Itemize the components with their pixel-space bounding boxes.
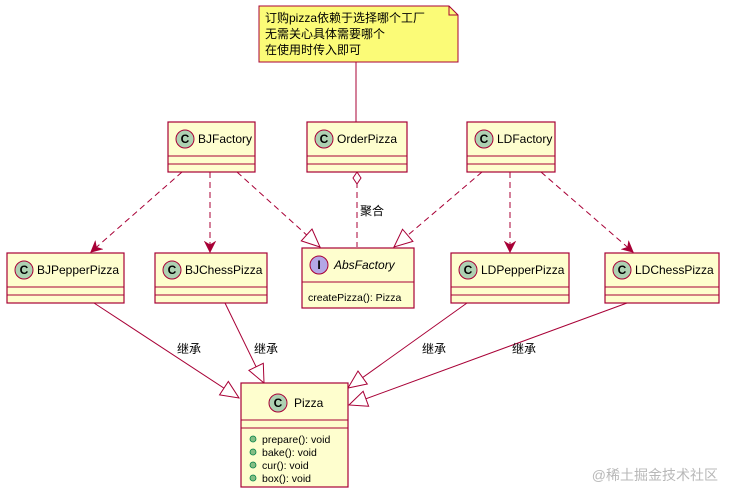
public-method-icon (249, 435, 257, 443)
class-badge-icon (162, 260, 182, 280)
inherit-label-bjchess: 继承 (254, 342, 278, 356)
class-bjpepperpizza: C BJPepperPizza (6, 252, 125, 304)
note-line-3: 在使用时传入即可 (265, 42, 361, 57)
edge-ldfactory-absfactory (394, 171, 483, 247)
edge-bjfactory-absfactory (236, 171, 320, 247)
class-name-ldpepperpizza: LDPepperPizza (481, 263, 565, 277)
class-badge-letter: C (181, 132, 190, 146)
class-badge-icon (458, 260, 478, 280)
class-ldpepperpizza: C LDPepperPizza (450, 252, 570, 304)
class-name-bjchesspizza: BJChessPizza (185, 263, 263, 277)
class-name-ldfactory: LDFactory (497, 132, 552, 146)
class-name-bjpepperpizza: BJPepperPizza (37, 263, 119, 277)
public-method-icon (249, 448, 257, 456)
watermark-text: @稀土掘金技术社区 (592, 467, 718, 483)
member-createpizza: createPizza(): Pizza (308, 292, 402, 304)
class-badge-letter: C (320, 132, 329, 146)
class-badge-icon (268, 393, 288, 413)
class-badge-icon (314, 129, 334, 149)
edges (91, 171, 633, 405)
class-badge-letter: C (20, 263, 29, 277)
class-name-pizza: Pizza (294, 396, 324, 410)
class-pizza: C Pizza prepare(): void bake(): void cur… (240, 382, 349, 488)
interface-name-absfactory: AbsFactory (333, 258, 396, 272)
note-line-2: 无需关心具体需要哪个 (265, 27, 385, 41)
note-line-1: 订购pizza依赖于选择哪个工厂 (265, 10, 425, 25)
class-name-orderpizza: OrderPizza (337, 132, 397, 146)
class-name-bjfactory: BJFactory (198, 132, 252, 146)
edge-ldfactory-ldchesspizza (540, 171, 633, 252)
interface-absfactory: I AbsFactory createPizza(): Pizza (301, 247, 415, 309)
class-bjfactory: C BJFactory (167, 121, 256, 173)
class-badge-icon (612, 260, 632, 280)
class-badge-icon (474, 129, 494, 149)
inherit-label-ldpepper: 继承 (422, 342, 446, 356)
inherit-label-bjpepper: 继承 (177, 342, 201, 356)
class-ldchesspizza: C LDChessPizza (604, 252, 720, 304)
class-badge-icon (175, 129, 195, 149)
class-badge-icon (14, 260, 34, 280)
class-name-ldchesspizza: LDChessPizza (635, 263, 714, 277)
class-badge-letter: C (464, 263, 473, 277)
public-method-icon (249, 474, 257, 482)
aggregation-label: 聚合 (360, 203, 384, 218)
class-badge-letter: C (274, 396, 283, 410)
member-box: box(): void (262, 473, 311, 485)
class-badge-letter: C (618, 263, 627, 277)
edge-ldpepperpizza-pizza (348, 302, 468, 388)
class-bjchesspizza: C BJChessPizza (154, 252, 268, 304)
member-prepare: prepare(): void (262, 434, 330, 446)
interface-badge-icon (309, 255, 329, 275)
class-orderpizza: C OrderPizza (306, 121, 408, 173)
edge-bjfactory-bjpepperpizza (91, 171, 183, 252)
member-cur: cur(): void (262, 460, 309, 472)
class-badge-letter: C (480, 132, 489, 146)
edge-bjchesspizza-pizza (224, 302, 264, 383)
note: 订购pizza依赖于选择哪个工厂 无需关心具体需要哪个 在使用时传入即可 (258, 5, 459, 63)
edge-ldchesspizza-pizza (349, 302, 628, 405)
class-badge-letter: C (168, 263, 177, 277)
class-ldfactory: C LDFactory (466, 121, 556, 173)
member-bake: bake(): void (262, 447, 317, 459)
public-method-icon (249, 461, 257, 469)
interface-badge-letter: I (317, 258, 320, 272)
inherit-label-ldchess: 继承 (512, 342, 536, 356)
edge-bjpepperpizza-pizza (93, 302, 239, 398)
